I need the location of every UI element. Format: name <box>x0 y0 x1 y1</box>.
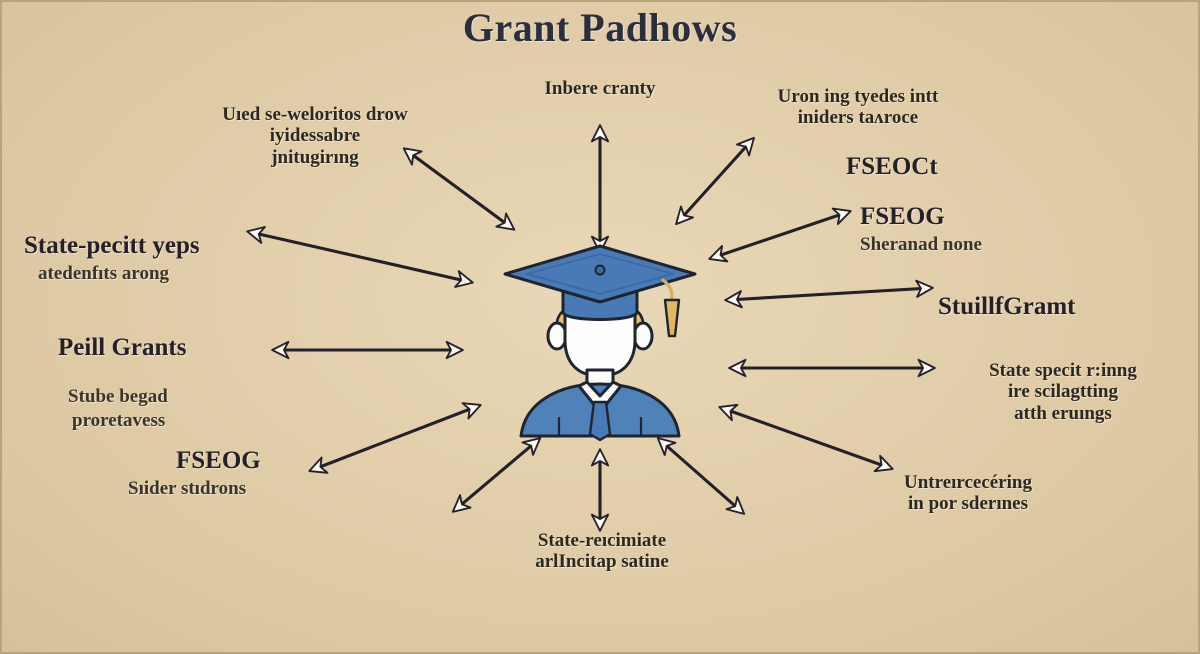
ear-left <box>546 321 568 351</box>
arrow-left-upper <box>246 226 474 288</box>
cap-button <box>594 264 606 276</box>
label-top-right-sub: iniders taʌroce <box>797 107 919 129</box>
label-fseog-left: FSEOG Sıider stıdrons <box>128 447 261 499</box>
label-state-specific-right-heading: State specit r:inng <box>989 360 1137 381</box>
arrow-lower-left <box>451 437 542 513</box>
arrow-right-midupper <box>724 279 934 309</box>
label-fseog-right-sub: Sheranad none <box>860 234 982 255</box>
label-pell-grants: Peill Grants Stube begad proretavess <box>58 334 186 432</box>
label-state-specific-right: State specit r:inng ire scilagtting atth… <box>938 360 1188 424</box>
label-top-left: Uıed se-weloritos drow iyidessabre jnitu… <box>165 104 465 168</box>
label-top-center-heading: Inbere cranty <box>544 78 656 99</box>
label-pell-grants-sub2: proretavess <box>72 410 166 432</box>
label-state-specific-left-heading: State-pecitt yeps <box>24 232 200 259</box>
label-bottom-center-heading: State-reıcimiate <box>537 530 667 551</box>
label-state-specific-left: State-pecitt yeps atedenfıts arong <box>24 232 200 284</box>
label-bottom-right-sub: in por sderınes <box>907 493 1028 515</box>
label-top-right: Uron ing tyedes intt iniders taʌroce <box>718 86 998 129</box>
label-fseoct: FSEOCt <box>846 153 938 181</box>
label-top-left-sub: iyidessabre <box>269 125 361 147</box>
label-stuillfgramt: StuillfGramt <box>938 293 1076 321</box>
arrow-left-lower <box>308 402 482 474</box>
arrow-upper-left <box>402 147 516 231</box>
label-pell-grants-heading: Peill Grants <box>58 334 187 361</box>
tassel-cord <box>661 278 674 304</box>
necktie <box>588 400 612 442</box>
label-bottom-center: State-reıcimiate arlIncitap satine <box>466 530 738 573</box>
label-stuillfgramt-heading: StuillfGramt <box>938 293 1076 320</box>
label-fseog-right-heading: FSEOG <box>860 203 945 230</box>
label-pell-grants-sub: Stube begad <box>68 386 168 407</box>
page-title: Grant Padhows <box>462 5 738 50</box>
label-bottom-right: Untreırcecéring in por sderınes <box>848 472 1088 515</box>
label-state-specific-right-sub2: atth eruıngs <box>1014 402 1112 424</box>
tassel <box>663 298 681 338</box>
arrow-right-upper <box>708 207 852 263</box>
mortarboard-inner <box>526 253 674 295</box>
label-top-left-heading: Uıed se-weloritos drow <box>222 104 408 125</box>
label-top-right-heading: Uron ing tyedes intt <box>777 86 939 107</box>
arrow-upper-right <box>675 136 755 226</box>
label-fseoct-heading: FSEOCt <box>846 153 938 180</box>
ear-right <box>632 321 654 351</box>
label-fseog-left-sub: Sıider stıdrons <box>128 478 247 499</box>
label-fseog-right: FSEOG Sheranad none <box>860 203 982 255</box>
graduate-figure <box>503 244 697 442</box>
label-top-center: Inbere cranty <box>470 78 730 99</box>
label-state-specific-right-sub: ire scilagtting <box>1008 381 1118 403</box>
arrow-lower-right <box>656 437 746 515</box>
label-top-left-sub2: jnitugirıng <box>271 146 359 168</box>
label-bottom-center-sub: arlIncitap satine <box>535 551 669 573</box>
label-state-specific-left-sub: atedenfıts arong <box>38 263 170 284</box>
arrow-right-lower <box>718 403 894 473</box>
label-fseog-left-heading: FSEOG <box>176 447 261 474</box>
label-bottom-right-heading: Untreırcecéring <box>903 472 1033 493</box>
